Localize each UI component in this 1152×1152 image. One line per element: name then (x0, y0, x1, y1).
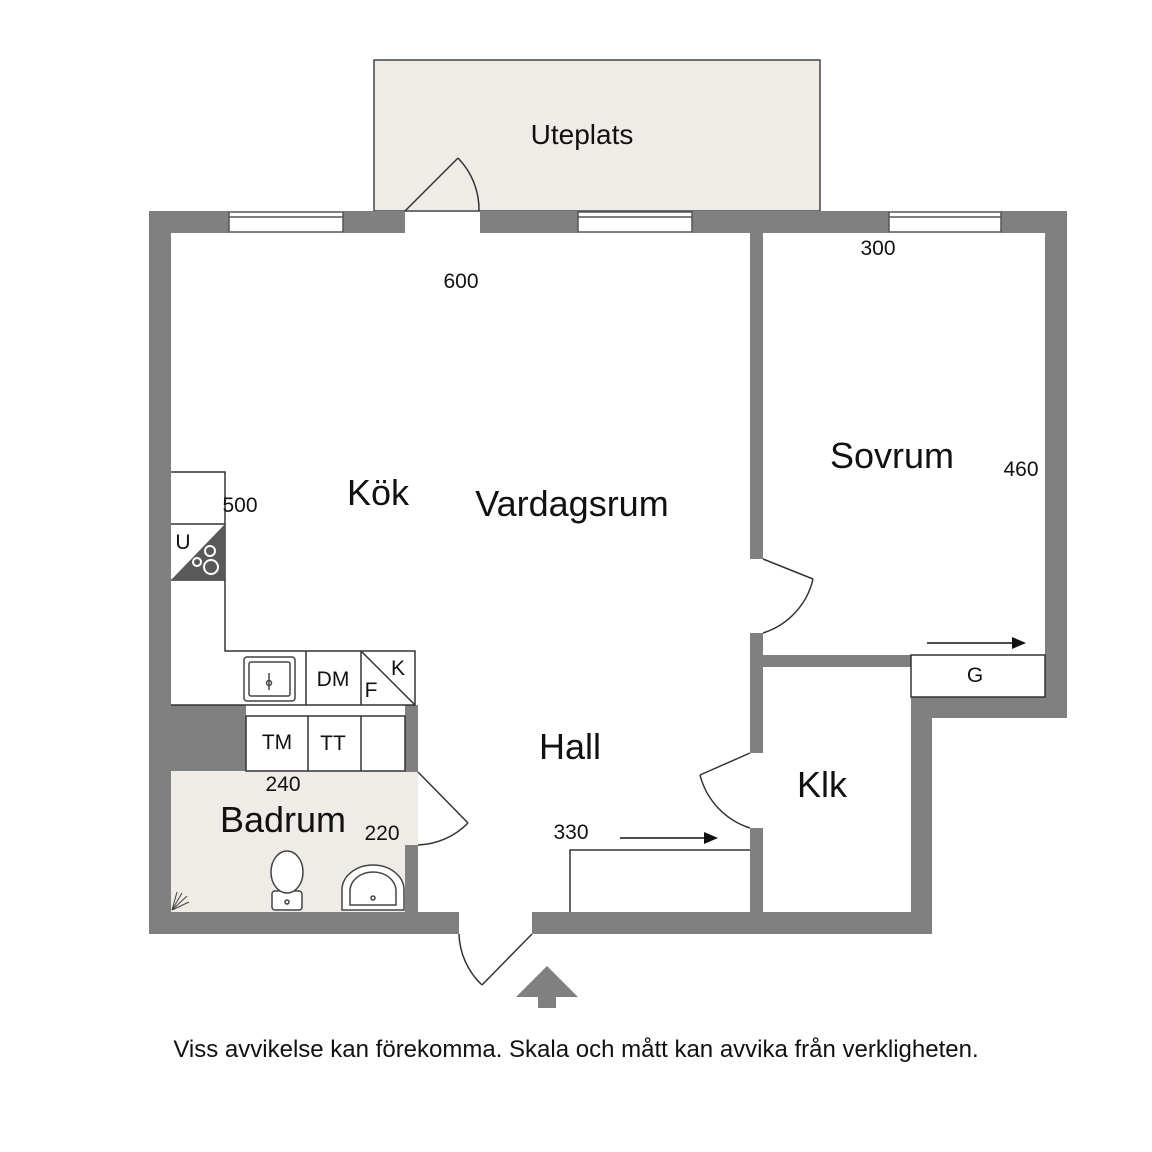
kitchen-counter (171, 471, 416, 706)
dim-bath-depth: 220 (364, 822, 399, 845)
code-dryer: TT (320, 732, 346, 755)
label-vardagsrum: Vardagsrum (475, 483, 668, 524)
code-stove: U (175, 531, 190, 554)
dim-bedroom-depth: 460 (1003, 458, 1038, 481)
disclaimer-text: Viss avvikelse kan förekomma. Skala och … (173, 1036, 979, 1063)
closet-outline (763, 655, 911, 667)
code-wardrobe: G (967, 664, 983, 687)
label-uteplats: Uteplats (531, 119, 634, 150)
code-dishwasher: DM (317, 668, 350, 691)
code-washer: TM (262, 731, 292, 754)
label-klk: Klk (797, 764, 848, 805)
wardrobe (910, 654, 1046, 698)
arrows (620, 637, 1026, 844)
label-sovrum: Sovrum (830, 435, 954, 476)
label-badrum: Badrum (220, 799, 346, 840)
bathroom-sink-icon (341, 864, 405, 911)
dim-bedroom-width: 300 (860, 237, 895, 260)
dim-hall-width: 330 (553, 821, 588, 844)
dim-kitchen-depth: 500 (222, 494, 257, 517)
drain-icon (171, 891, 190, 911)
label-hall: Hall (539, 726, 601, 767)
label-kok: Kök (347, 472, 410, 513)
stove-icon (171, 524, 225, 580)
dim-living-width: 600 (443, 270, 478, 293)
code-fridge: K (391, 657, 405, 680)
entrance-arrow-icon (516, 966, 578, 1008)
fridge-divider (360, 650, 416, 706)
exterior-walls (149, 211, 1067, 934)
code-freezer: F (365, 679, 378, 702)
interior-walls (171, 233, 911, 912)
hall-shelf (569, 849, 750, 912)
toilet-icon (270, 850, 304, 911)
dim-bath-width: 240 (265, 773, 300, 796)
kitchen-sink-icon (243, 656, 296, 702)
laundry-cabinets (245, 715, 406, 772)
patio-area (373, 59, 821, 212)
doors (404, 157, 814, 986)
windows (228, 211, 1002, 233)
